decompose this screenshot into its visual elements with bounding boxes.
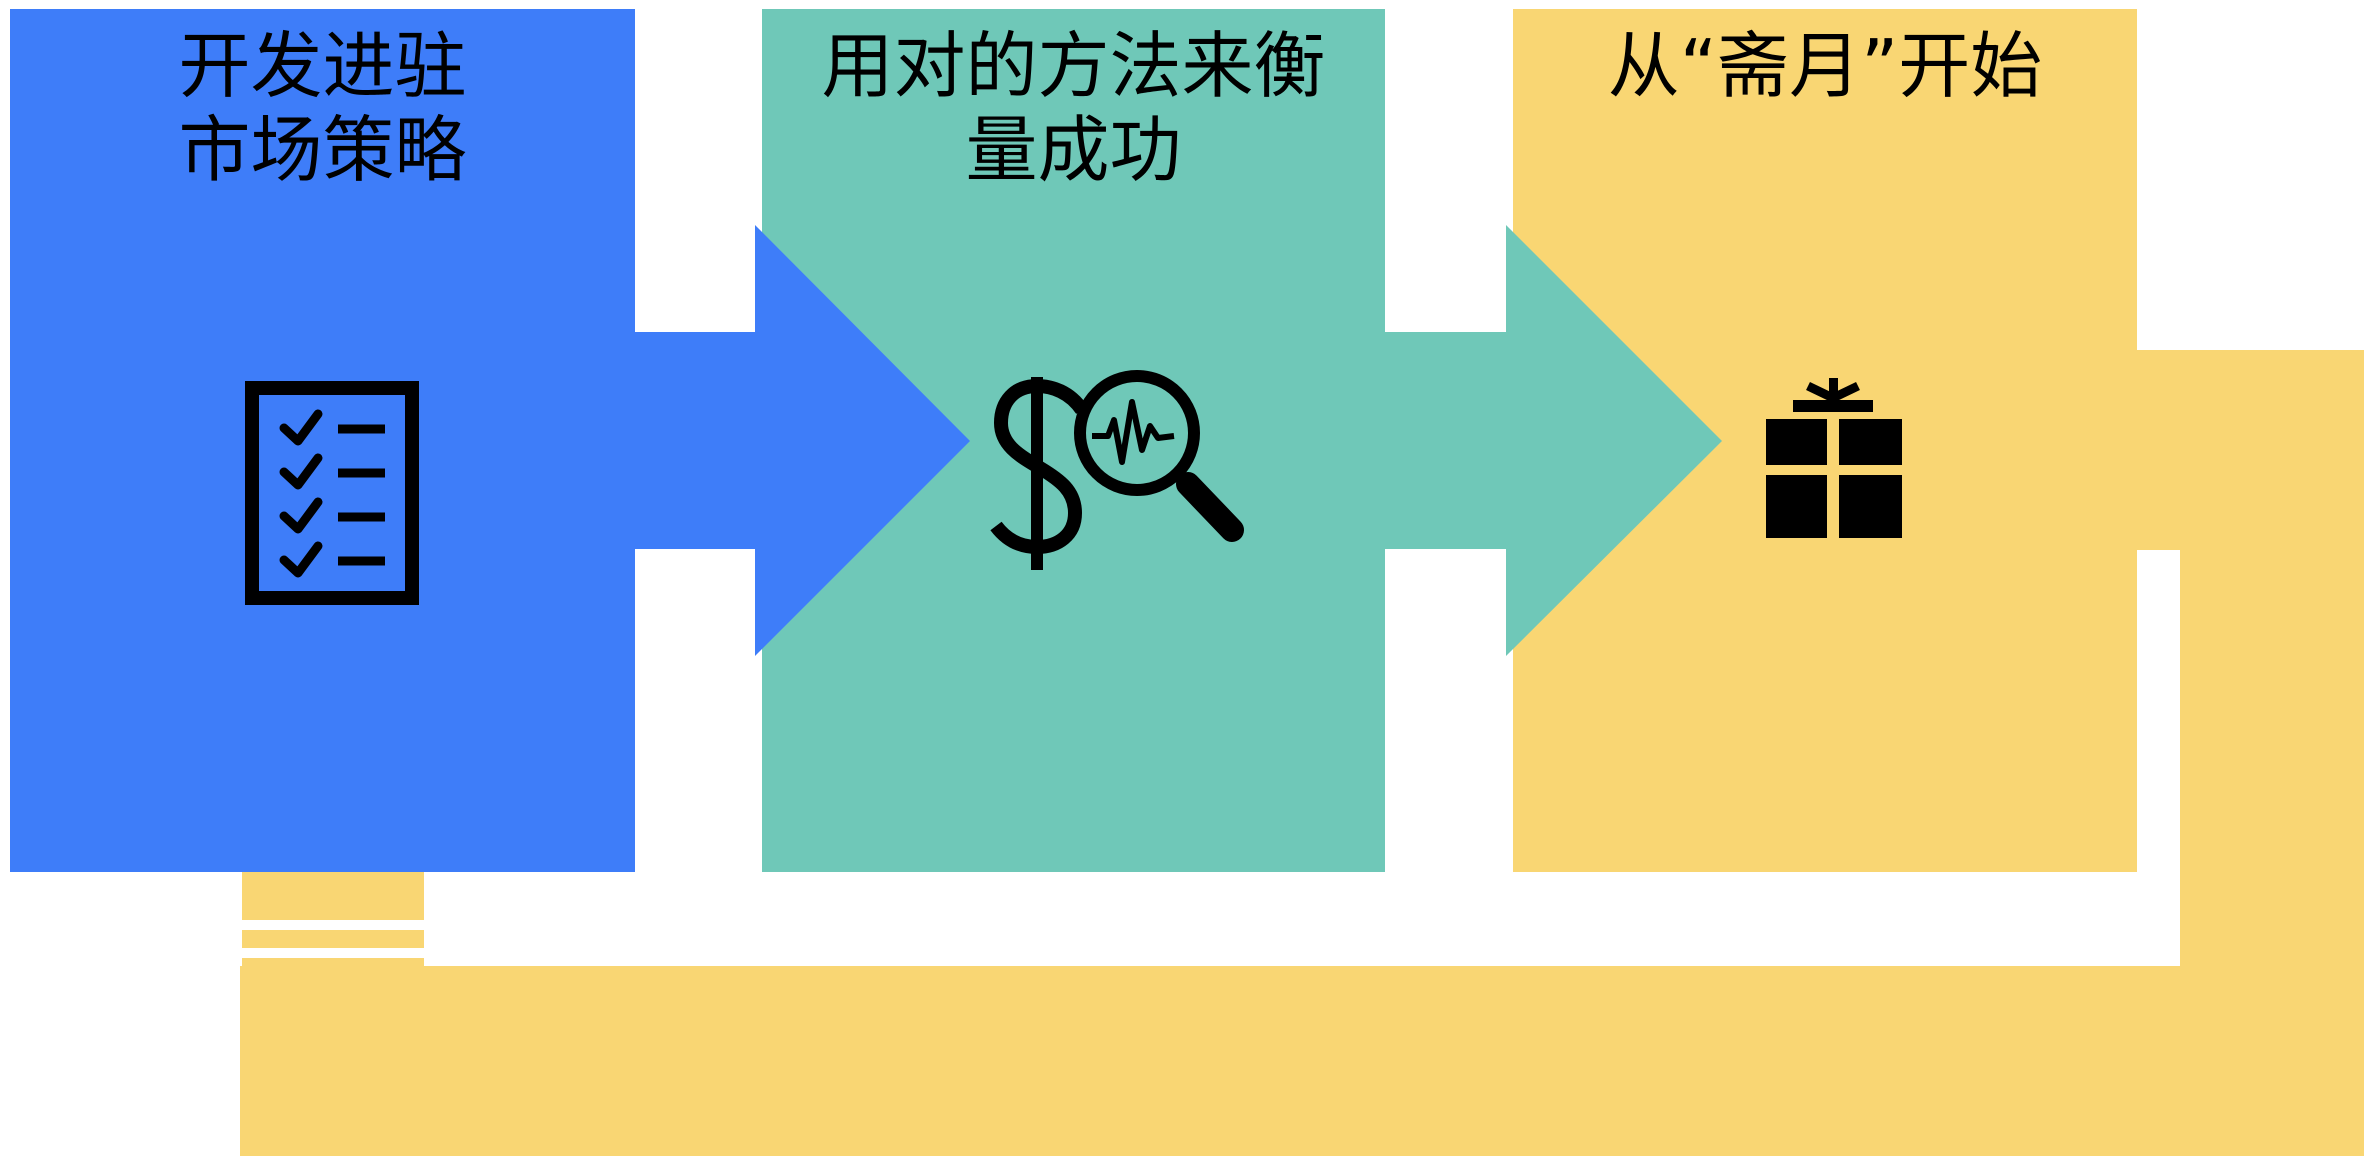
checklist-icon (245, 381, 419, 605)
check-mark (279, 497, 323, 534)
gift-box-top-right (1839, 419, 1902, 465)
pulse-line (1092, 399, 1175, 465)
step-2-title: 用对的方法来衡 量成功 (762, 24, 1385, 192)
step-2-title-line-1: 用对的方法来衡 (821, 24, 1326, 108)
clipboard-outline (245, 381, 419, 605)
gift-bow-loop (1806, 381, 1835, 403)
dollar-magnifier-icon (990, 370, 1244, 570)
return-loop (240, 350, 2364, 1156)
magnifier-lens (1074, 370, 1200, 496)
step-1-title: 开发进驻 市场策略 (10, 24, 635, 192)
step-1-title-line-2: 市场策略 (178, 108, 467, 192)
gift-bow-bar (1793, 400, 1873, 412)
gift-icon (1766, 378, 1902, 538)
check-mark (279, 409, 323, 446)
gift-box-top-left (1766, 419, 1827, 465)
step-1-title-line-1: 开发进驻 (178, 24, 467, 108)
step-3-title: 从“斋月”开始 (1513, 24, 2137, 108)
return-loop-stripe-1 (242, 872, 424, 920)
step-1-box (10, 9, 635, 872)
gift-box-bottom-left (1766, 475, 1827, 538)
arrow-1-to-2 (634, 225, 970, 656)
step-3-title-line-1: 从“斋月”开始 (1607, 24, 2043, 108)
return-loop-right-edge (2180, 350, 2364, 966)
magnifier-handle (1176, 472, 1244, 542)
return-loop-bottom-band (240, 966, 2364, 1156)
return-loop-stripe-3 (242, 958, 424, 968)
gift-bow-stem (1829, 378, 1838, 402)
return-loop-stripe-2 (242, 930, 424, 948)
gift-bow-loop (1831, 381, 1860, 403)
gift-box-bottom-right (1839, 475, 1902, 538)
step-2-title-line-2: 量成功 (965, 108, 1182, 192)
dollar-s-curve (990, 378, 1088, 555)
check-mark (279, 453, 323, 490)
arrow-2-to-3 (1384, 225, 1722, 656)
check-mark (279, 541, 323, 578)
